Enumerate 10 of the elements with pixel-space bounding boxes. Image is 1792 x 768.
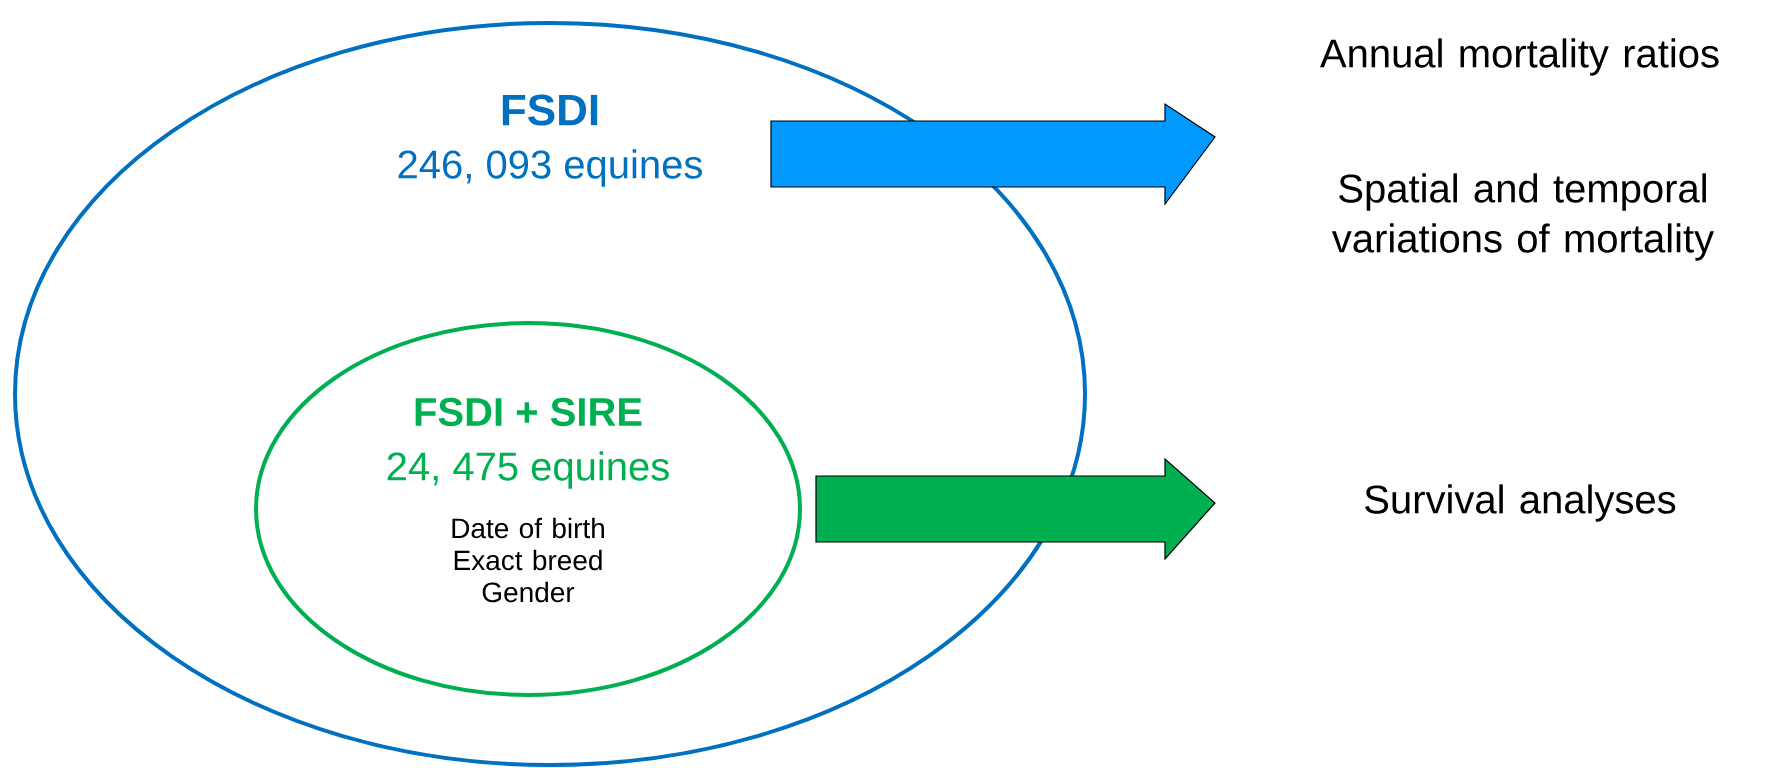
count-text: 246, 093 equines — [398, 149, 702, 187]
outcome-text: Spatial and temporal variations of mortality — [1331, 173, 1714, 261]
set-title: FSDI + SIRE — [415, 397, 642, 427]
set-title: FSDI — [502, 94, 598, 126]
outcome-text: Annual mortality ratios — [1320, 38, 1719, 76]
block-arrow — [815, 457, 1216, 561]
block-arrow — [770, 102, 1216, 206]
outcome-text: Survival analyses — [1365, 484, 1676, 522]
count-text: 24, 475 equines — [387, 451, 669, 489]
attribute-list: Date of birth Exact breed Gender — [452, 517, 604, 603]
